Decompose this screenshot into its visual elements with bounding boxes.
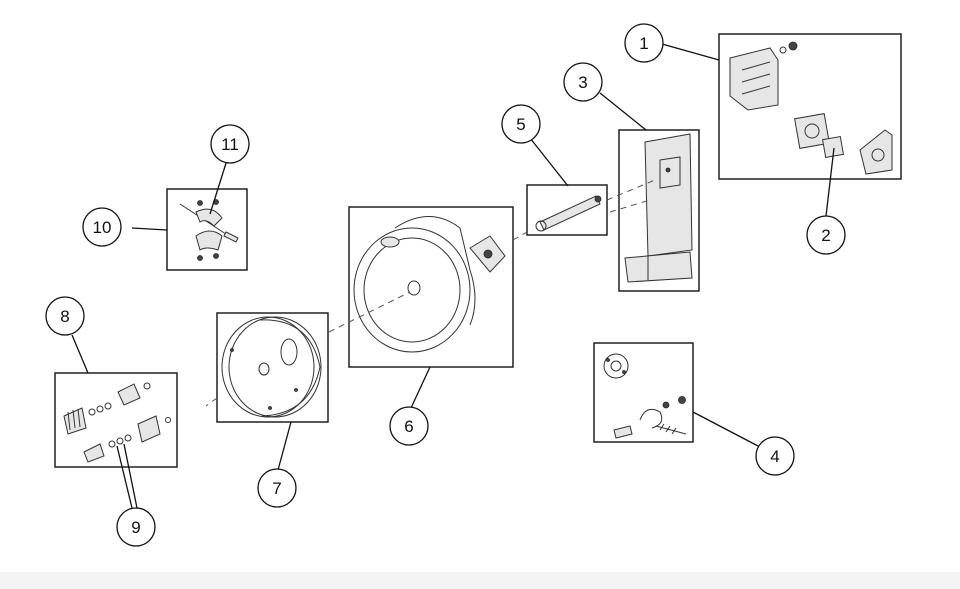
callout-4-label: 4 xyxy=(770,447,779,466)
callout-6-label: 6 xyxy=(404,417,413,436)
callout-11-label: 11 xyxy=(221,135,239,154)
callout-5: 5 xyxy=(501,104,541,144)
callout-6: 6 xyxy=(389,406,429,446)
callout-7: 7 xyxy=(257,468,297,508)
part-box-8 xyxy=(54,372,178,468)
callout-3-label: 3 xyxy=(578,73,587,92)
callout-1: 1 xyxy=(624,23,664,63)
callout-11: 11 xyxy=(210,124,250,164)
part-box-7 xyxy=(216,312,329,423)
part-box-5 xyxy=(526,184,608,236)
part-box-6 xyxy=(348,206,514,368)
callout-8: 8 xyxy=(45,296,85,336)
callout-2-label: 2 xyxy=(821,226,830,245)
callout-8-label: 8 xyxy=(60,307,69,326)
callout-1-label: 1 xyxy=(639,34,648,53)
callout-5-label: 5 xyxy=(516,115,525,134)
callout-9-label: 9 xyxy=(131,518,140,537)
callout-7-label: 7 xyxy=(272,479,281,498)
bottom-band xyxy=(0,572,960,589)
callout-9: 9 xyxy=(116,507,156,547)
callout-10: 10 xyxy=(82,207,122,247)
part-box-4 xyxy=(593,342,694,443)
part-box-1 xyxy=(718,33,902,180)
callout-4: 4 xyxy=(755,436,795,476)
callout-2: 2 xyxy=(806,215,846,255)
assembly-lines xyxy=(205,179,656,407)
part-box-3 xyxy=(618,129,700,292)
part-box-10 xyxy=(166,188,248,271)
leader-lines xyxy=(71,43,835,509)
callout-3: 3 xyxy=(563,62,603,102)
callout-10-label: 10 xyxy=(93,218,112,237)
